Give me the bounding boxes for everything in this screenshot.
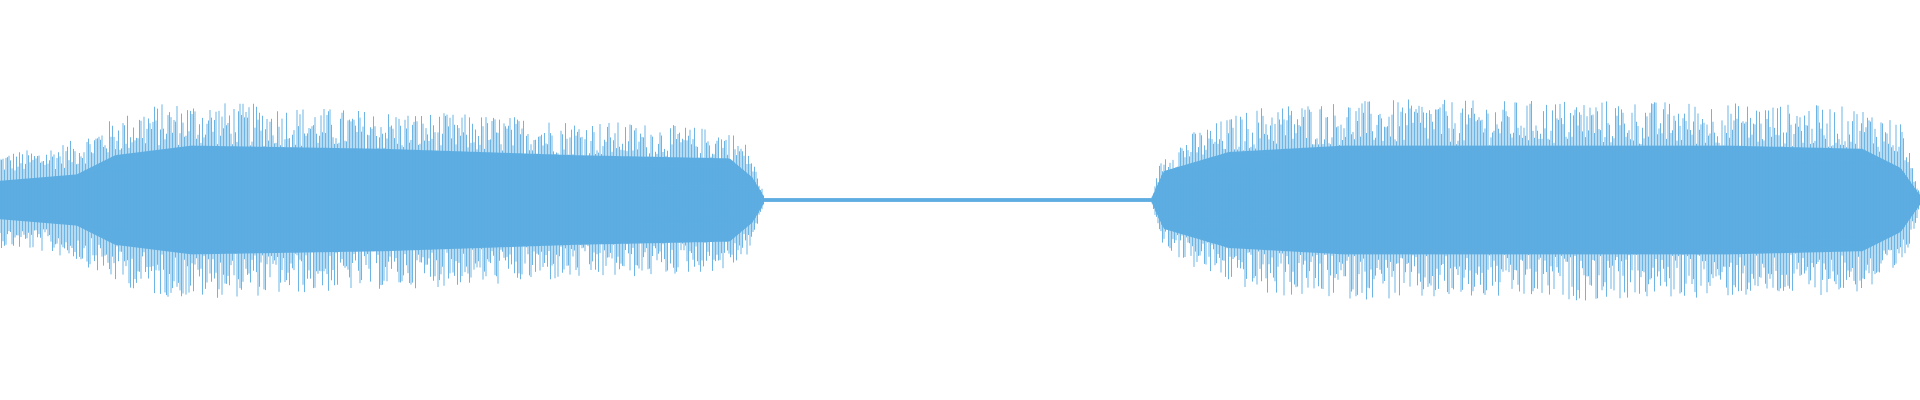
silence-line — [764, 198, 1152, 202]
first-sound-region — [0, 103, 764, 298]
silence-region — [764, 198, 1152, 202]
second-sound-region — [1151, 99, 1920, 301]
waveform-peaks — [1151, 99, 1920, 301]
waveform-peaks — [0, 103, 764, 298]
